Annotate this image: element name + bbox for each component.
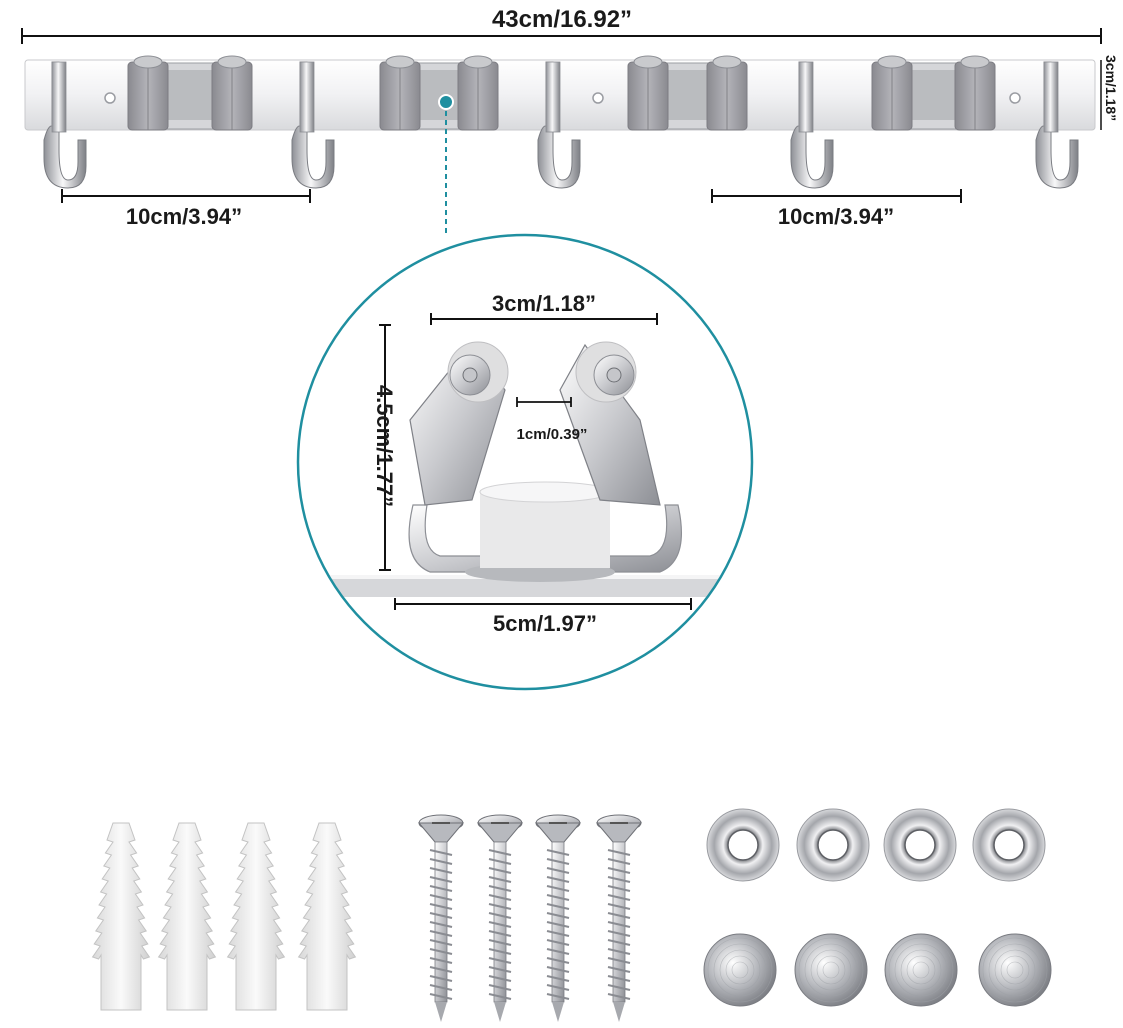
screw-icon xyxy=(595,814,643,1022)
steel-hook-icon xyxy=(537,61,581,189)
holder-base-dimension: 5cm/1.97” xyxy=(394,598,692,636)
screw-icon xyxy=(417,814,465,1022)
hook-spacing-left-dimension: 10cm/3.94” xyxy=(61,189,311,229)
hook-spacing-right-dimension: 10cm/3.94” xyxy=(711,189,962,229)
washer-icon xyxy=(706,808,780,882)
wall-anchor-icon xyxy=(157,822,217,1011)
washer-icon xyxy=(796,808,870,882)
holder-base-label: 5cm/1.97” xyxy=(493,611,597,636)
wall-anchor-icon xyxy=(91,822,151,1011)
steel-hook-icon xyxy=(291,61,335,189)
holder-width-label: 3cm/1.18” xyxy=(492,291,596,316)
screw-cap-icon xyxy=(703,933,777,1007)
rack-height-label: 3cm/1.18” xyxy=(1103,55,1119,121)
holder-detail-circle xyxy=(296,233,754,691)
mop-holder-icon xyxy=(871,55,996,131)
rack-height-dimension: 3cm/1.18” xyxy=(1100,55,1119,130)
steel-hook-icon xyxy=(790,61,834,189)
hook-spacing-right-label: 10cm/3.94” xyxy=(778,204,894,229)
screw-icon xyxy=(534,814,582,1022)
screw-icon xyxy=(476,814,524,1022)
holder-gap-dimension: 1cm/0.39” xyxy=(516,397,588,443)
screw-cap-icon xyxy=(978,933,1052,1007)
holder-width-dimension: 3cm/1.18” xyxy=(430,291,658,325)
mop-holder-icon xyxy=(127,55,253,131)
hook-spacing-left-label: 10cm/3.94” xyxy=(126,204,242,229)
total-length-dimension: 43cm/16.92” xyxy=(21,4,1102,44)
callout-leader xyxy=(438,94,454,236)
callout-marker xyxy=(438,94,454,110)
mop-holder-icon xyxy=(627,55,748,131)
holder-height-label: 4.5cm/1.77” xyxy=(372,385,397,507)
screw-cap-icon xyxy=(884,933,958,1007)
holder-gap-label: 1cm/0.39” xyxy=(517,426,588,443)
steel-hook-icon xyxy=(43,61,87,189)
wall-anchor-icon xyxy=(297,822,357,1011)
screw-cap-icon xyxy=(794,933,868,1007)
washer-icon xyxy=(972,808,1046,882)
mop-holder-icon xyxy=(379,55,499,131)
total-length-label: 43cm/16.92” xyxy=(492,6,632,33)
holder-height-dimension: 4.5cm/1.77” xyxy=(372,324,397,571)
wall-anchor-icon xyxy=(226,822,286,1011)
mop-holder-icon xyxy=(298,341,752,597)
steel-hook-icon xyxy=(1035,61,1079,189)
washer-icon xyxy=(883,808,957,882)
